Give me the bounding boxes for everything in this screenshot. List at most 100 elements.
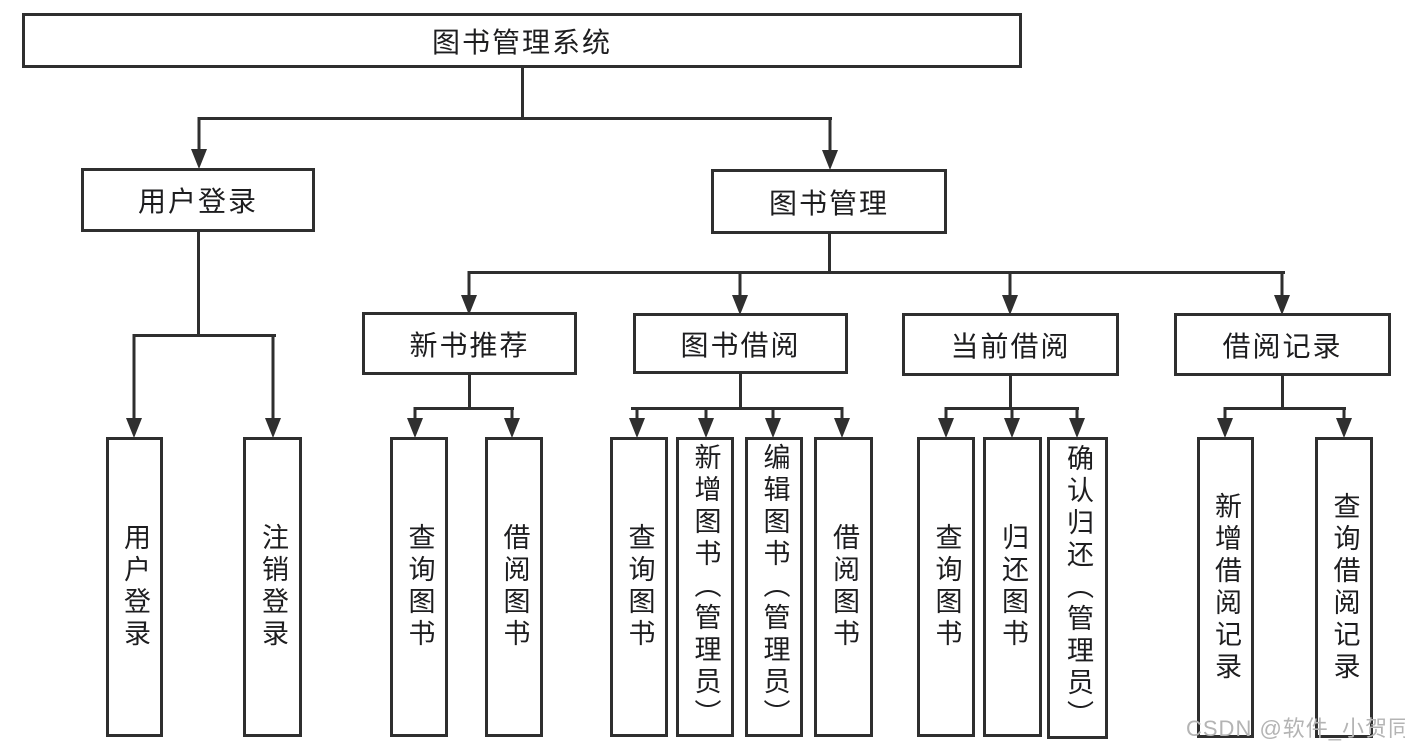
arrow-to-book-borrowing [730,271,750,315]
csdn-watermark: CSDN @软件_小贺同学 [1186,716,1405,741]
node-label: 图书借阅 [680,329,801,361]
node-label: 图书管理系统 [431,26,612,58]
leaf-newbook-borrow-books: 借阅图书 [485,437,543,737]
arrow-head-icon [191,149,207,169]
arrow-shaft [1075,407,1079,422]
leaf-label: 归还图书 [998,523,1028,651]
arrow-to-current-return [1002,407,1022,438]
arrow-head-icon [765,418,781,438]
connector-level2-bar [198,117,832,120]
leaf-label: 注销登录 [258,523,288,651]
arrow-to-borrowing-borrow [832,407,852,438]
arrow-to-newbook-query [405,407,425,438]
arrow-to-records-add [1215,407,1235,438]
leaf-records-add-borrow-record: 新增借阅记录 [1197,437,1254,738]
arrow-head-icon [822,150,838,170]
node-user-login: 用户登录 [81,168,315,232]
arrow-shaft [1010,407,1014,422]
arrow-head-icon [938,418,954,438]
connector-current-drop [1009,376,1012,409]
leaf-borrowing-borrow-books: 借阅图书 [814,437,873,737]
connector-newbook-bar [414,407,514,410]
arrow-shaft [271,334,275,422]
arrow-head-icon [834,418,850,438]
connector-newbook-drop [468,375,471,409]
leaf-label: 新增借阅记录 [1211,491,1241,684]
arrow-shaft [738,271,742,299]
arrow-to-borrowing-query [627,407,647,438]
leaf-logout: 注销登录 [243,437,302,737]
leaf-borrowing-query-books: 查询图书 [610,437,668,737]
arrow-head-icon [698,418,714,438]
node-book-borrowing: 图书借阅 [633,313,848,374]
arrow-shaft [1008,271,1012,299]
connector-borrowing-drop [739,374,742,409]
node-new-book-recommendation: 新书推荐 [362,312,577,375]
leaf-label: 查询图书 [931,523,962,651]
arrow-head-icon [1069,418,1085,438]
node-borrowing-records: 借阅记录 [1174,313,1391,376]
arrow-head-icon [1274,295,1290,315]
arrow-shaft [132,334,136,422]
leaf-label: 查询图书 [404,523,435,651]
leaf-label: 借阅图书 [499,523,530,651]
arrow-to-book-management [820,117,840,170]
arrow-shaft [944,407,948,422]
node-label: 借阅记录 [1222,330,1343,362]
leaf-borrowing-add-books-admin: 新增图书（管理员） [676,437,734,737]
arrow-to-records-query [1334,407,1354,438]
arrow-head-icon [732,295,748,315]
arrow-shaft [413,407,417,422]
connector-book-management-drop [828,234,831,274]
arrow-to-current-borrowing [1000,271,1020,315]
arrow-to-new-book-recommendation [459,271,479,315]
connector-borrowing-bar [631,407,843,410]
arrow-to-leaf-logout [263,334,283,438]
leaf-label: 新增图书（管理员） [690,443,721,731]
arrow-head-icon [1336,418,1352,438]
arrow-head-icon [504,418,520,438]
leaf-current-return-books: 归还图书 [983,437,1042,737]
node-label: 当前借阅 [950,330,1071,362]
arrow-shaft [704,407,708,422]
node-label: 图书管理 [768,187,889,219]
node-label: 用户登录 [137,186,258,217]
arrow-to-user-login [189,117,209,169]
leaf-label: 查询图书 [624,523,655,651]
arrow-shaft [1342,407,1346,422]
node-book-management: 图书管理 [711,169,947,234]
arrow-to-newbook-borrow [502,407,522,438]
leaf-label: 用户登录 [120,523,150,651]
arrow-to-borrowing-records [1272,271,1292,315]
connector-root-drop [521,68,524,118]
arrow-head-icon [629,418,645,438]
leaf-newbook-query-books: 查询图书 [390,437,448,737]
connector-user-login-bar [133,334,276,337]
arrow-shaft [1280,271,1284,299]
leaf-current-confirm-return-admin: 确认归还（管理员） [1047,437,1108,739]
node-library-management-system: 图书管理系统 [22,13,1022,68]
node-current-borrowing: 当前借阅 [902,313,1119,376]
arrow-to-current-confirm [1067,407,1087,438]
arrow-head-icon [265,418,281,438]
arrow-shaft [1223,407,1227,422]
connector-level3-bar [469,271,1285,274]
leaf-label: 借阅图书 [829,523,859,651]
leaf-user-login: 用户登录 [106,437,163,737]
arrow-shaft [197,117,201,153]
arrow-head-icon [407,418,423,438]
arrow-shaft [510,407,514,422]
arrow-to-leaf-user-login [124,334,144,438]
arrow-shaft [828,117,832,154]
arrow-to-borrowing-add [696,407,716,438]
leaf-current-query-books: 查询图书 [917,437,975,737]
connector-records-bar [1224,407,1346,410]
leaf-label: 编辑图书（管理员） [759,443,790,731]
arrow-head-icon [1004,418,1020,438]
leaf-borrowing-edit-books-admin: 编辑图书（管理员） [745,437,803,737]
leaf-label: 确认归还（管理员） [1063,444,1093,732]
leaf-label: 查询借阅记录 [1329,491,1360,684]
arrow-to-borrowing-edit [763,407,783,438]
arrow-shaft [840,407,844,422]
